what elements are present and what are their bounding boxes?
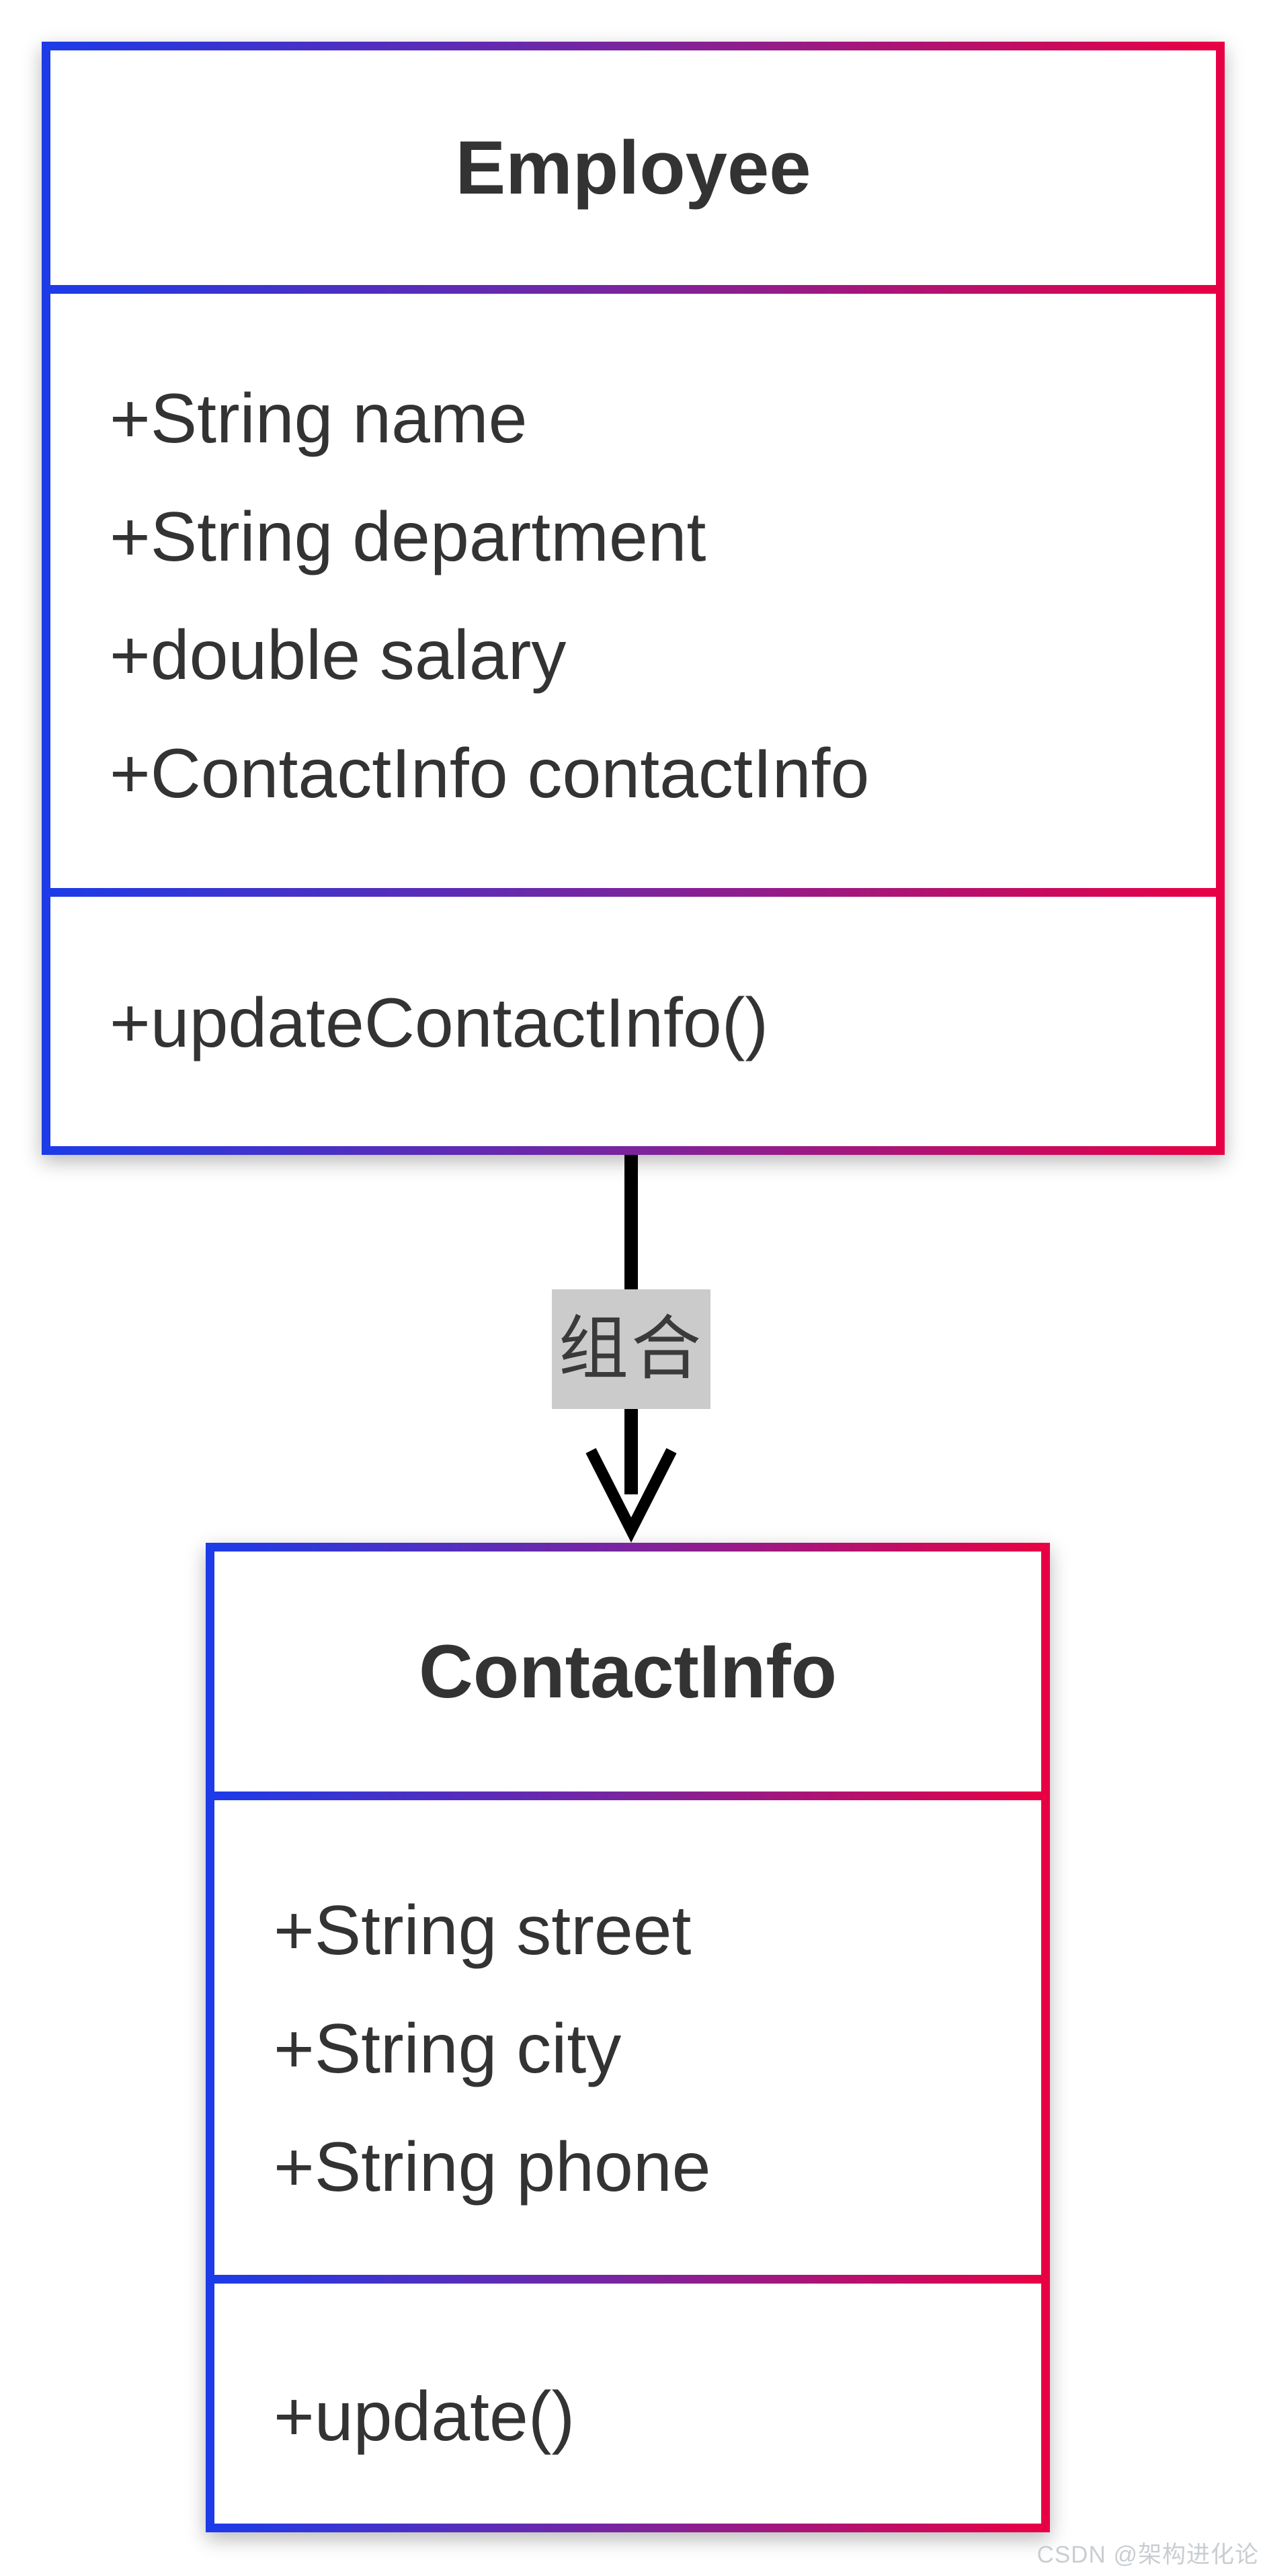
section-divider bbox=[50, 888, 1216, 897]
attributes-section-employee: +String name +String department +double … bbox=[50, 294, 1216, 888]
method-row: +update() bbox=[274, 2378, 575, 2456]
attribute-row: +double salary bbox=[110, 616, 567, 694]
attribute-row: +String phone bbox=[274, 2128, 711, 2206]
class-header-employee: Employee bbox=[50, 50, 1216, 285]
attribute-row: +ContactInfo contactInfo bbox=[110, 735, 870, 813]
method-row: +updateContactInfo() bbox=[110, 984, 768, 1062]
relationship-label: 组合 bbox=[552, 1289, 710, 1409]
attribute-row: +String department bbox=[110, 498, 706, 576]
section-divider bbox=[50, 285, 1216, 294]
attribute-row: +String name bbox=[110, 380, 528, 458]
attributes-section-contactinfo: +String street +String city +String phon… bbox=[214, 1800, 1041, 2275]
class-box-contactinfo: ContactInfo +String street +String city … bbox=[206, 1543, 1050, 2532]
watermark-text: CSDN @架构进化论 bbox=[1036, 2542, 1259, 2568]
section-divider bbox=[214, 1792, 1041, 1800]
methods-section-employee: +updateContactInfo() bbox=[50, 897, 1216, 1146]
methods-section-contactinfo: +update() bbox=[214, 2284, 1041, 2524]
attribute-row: +String city bbox=[274, 2010, 622, 2088]
class-box-employee: Employee +String name +String department… bbox=[42, 42, 1225, 1155]
section-divider bbox=[214, 2275, 1041, 2284]
class-title-employee: Employee bbox=[455, 126, 811, 210]
class-title-contactinfo: ContactInfo bbox=[418, 1629, 838, 1714]
class-header-contactinfo: ContactInfo bbox=[214, 1552, 1041, 1792]
attribute-row: +String street bbox=[274, 1892, 692, 1970]
